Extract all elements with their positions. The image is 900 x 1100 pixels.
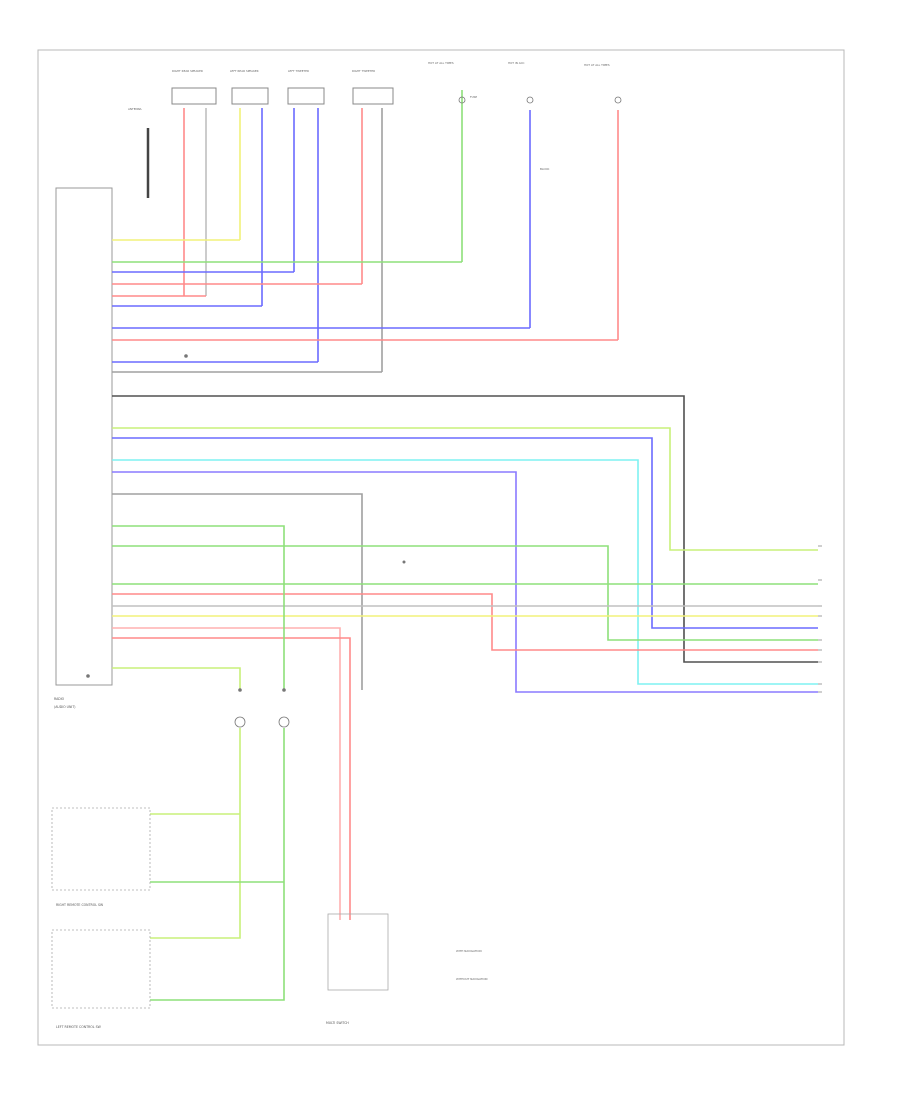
connector-icon: [184, 354, 188, 358]
radio-harness-lower: [112, 395, 818, 920]
fuse-icon: [614, 96, 622, 104]
top-label-3: RIGHT TWEETER: [352, 69, 375, 73]
fuse-label: FUSE: [470, 95, 477, 99]
right-rear-speaker-box: [171, 87, 217, 105]
top-components: [171, 87, 394, 105]
top-label-4: HOT AT ALL TIMES: [428, 61, 454, 65]
connector-icon: [282, 688, 286, 692]
fuse-markers: [458, 96, 622, 104]
top-drop-wires: [183, 90, 619, 372]
right-connector-pins: [818, 545, 822, 693]
radio-harness-upper: [112, 239, 618, 373]
fuse-icon: [526, 96, 534, 104]
block-label: BLOCK: [540, 167, 550, 171]
radio-unit-label: RADIO: [54, 697, 65, 701]
fuse-icon: [458, 96, 466, 104]
multi-switch-box: [327, 913, 389, 991]
splice-points: [86, 354, 406, 692]
diagram-frame: [37, 49, 845, 1046]
top-label-0: RIGHT REAR SPEAKER: [172, 69, 203, 73]
connector-icon: [238, 688, 242, 692]
radio-unit-box: [55, 187, 113, 686]
top-label-2: LEFT TWEETER: [288, 69, 309, 73]
multi-switch-label: MULTI SWITCH: [326, 1021, 349, 1025]
connector-icon: [86, 674, 90, 678]
top-label-6: HOT AT ALL TIMES: [584, 63, 610, 67]
note-with-nav: WITH NAVIGATION: [456, 949, 482, 953]
remote-switch-wires: [150, 728, 285, 1001]
left-tweeter-box: [287, 87, 325, 105]
note-without-nav: WITHOUT NAVIGATION: [456, 977, 488, 981]
connector-icon: [402, 560, 406, 564]
right-remote-label: RIGHT REMOTE CONTROL SW: [56, 903, 104, 907]
top-label-1: LEFT REAR SPEAKER: [230, 69, 259, 73]
left-remote-label: LEFT REMOTE CONTROL SW: [56, 1025, 102, 1029]
left-rear-speaker-box: [231, 87, 269, 105]
antenna-label: ANTENNA: [128, 107, 142, 111]
right-tweeter-box: [352, 87, 394, 105]
ground-icon: [234, 716, 290, 728]
right-remote-switch: [51, 807, 151, 891]
radio-unit-sublabel: (AUDIO UNIT): [54, 705, 76, 709]
left-remote-switch: [51, 929, 151, 1009]
top-label-5: HOT IN ACC: [508, 61, 525, 65]
